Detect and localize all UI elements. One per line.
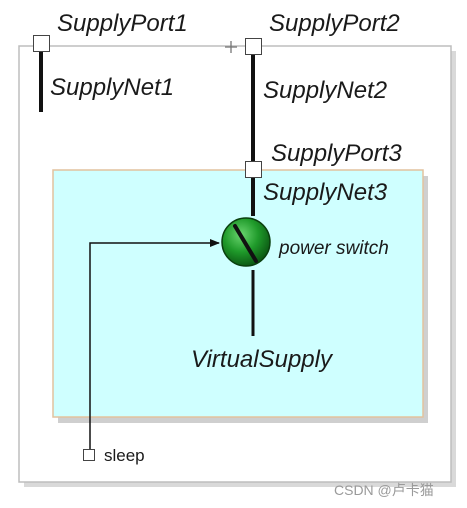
power-switch-label: power switch [279,238,389,259]
move-cursor-icon [225,41,237,53]
supply-port1-box [33,35,50,52]
switched-domain-box [52,169,424,418]
supply-net1-label: SupplyNet1 [50,74,175,101]
power-switch-blade-icon [233,224,258,263]
watermark-text: CSDN @卢卡猫 [334,482,434,498]
supply-port3-box [245,161,262,178]
supply-port2-box [245,38,262,55]
sleep-label: sleep [104,446,145,465]
supply-port3-label: SupplyPort3 [271,140,402,167]
supply-port1-label: SupplyPort1 [57,10,188,37]
virtual-supply-label: VirtualSupply [191,346,332,373]
sleep-port-box [83,449,95,461]
supply-port2-label: SupplyPort2 [269,10,400,37]
sleep-control-wire [89,239,220,449]
supply-net3-label: SupplyNet3 [263,179,388,206]
supply-net2-label: SupplyNet2 [263,77,388,104]
